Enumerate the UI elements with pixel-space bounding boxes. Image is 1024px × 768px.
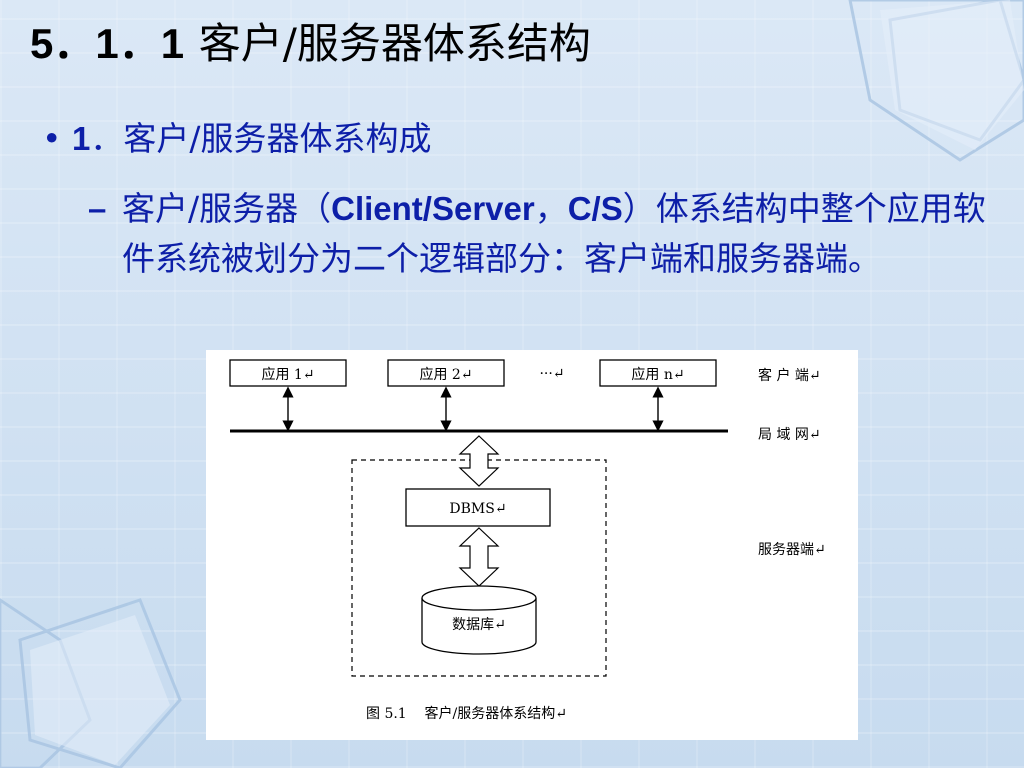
bullet2-part3: ）体系结构中整个应用软件系统被划分为二个逻辑部分：客户端和服务器端。 xyxy=(122,189,986,278)
app-box-n xyxy=(599,359,717,387)
architecture-diagram: 应用 1↵ 应用 2↵ ···↵ 应用 n↵ 客 户 端↵ 局 域 网↵ 服务器… xyxy=(229,359,826,722)
title-number: 5．1．1 xyxy=(30,20,185,67)
database-cylinder xyxy=(421,598,537,655)
bullet-level2: – 客户/服务器（Client/Server，C/S）体系结构中整个应用软件系统… xyxy=(88,184,998,284)
database-cylinder-top xyxy=(421,585,537,611)
database-label: 数据库↵ xyxy=(452,617,506,633)
app-label-1: 应用 1↵ xyxy=(261,366,314,383)
bullet-level1: • 1．客户/服务器体系构成 xyxy=(42,112,431,160)
bullet2-latin1: Client/Server xyxy=(331,190,535,227)
bullet-dot-icon: • xyxy=(42,119,62,158)
label-server: 服务器端↵ xyxy=(758,542,826,558)
label-client: 客 户 端↵ xyxy=(758,367,821,384)
app-label-n: 应用 n↵ xyxy=(631,366,684,383)
hollow-arrow-lan-dbms xyxy=(458,435,500,487)
bullet1-text: ．客户/服务器体系构成 xyxy=(90,119,432,158)
title-text: 客户/服务器体系结构 xyxy=(198,19,591,68)
label-lan: 局 域 网↵ xyxy=(758,427,821,443)
app-label-2: 应用 2↵ xyxy=(419,366,472,383)
bullet2-text: 客户/服务器（Client/Server，C/S）体系结构中整个应用软件系统被划… xyxy=(88,184,998,284)
dbms-label: DBMS↵ xyxy=(449,501,506,517)
bullet2-part1: 客户/服务器（ xyxy=(122,189,332,228)
cs-architecture-figure: 应用 1↵ 应用 2↵ ···↵ 应用 n↵ 客 户 端↵ 局 域 网↵ 服务器… xyxy=(206,350,858,740)
dbms-box xyxy=(405,488,551,527)
app-box-2 xyxy=(387,359,505,387)
hollow-arrow-dbms-db xyxy=(458,527,500,587)
app-ellipsis: ···↵ xyxy=(539,366,564,382)
app-box-1 xyxy=(229,359,347,387)
bullet2-latin2: C/S xyxy=(567,190,623,227)
bullet1-number: 1 xyxy=(71,120,91,157)
slide-title: 5．1．1 客户/服务器体系结构 xyxy=(30,10,591,71)
bullet-dash-icon: – xyxy=(88,190,107,227)
figure-caption: 图 5.1 客户/服务器体系结构↵ xyxy=(366,705,567,722)
bullet2-part2: ， xyxy=(534,189,568,228)
